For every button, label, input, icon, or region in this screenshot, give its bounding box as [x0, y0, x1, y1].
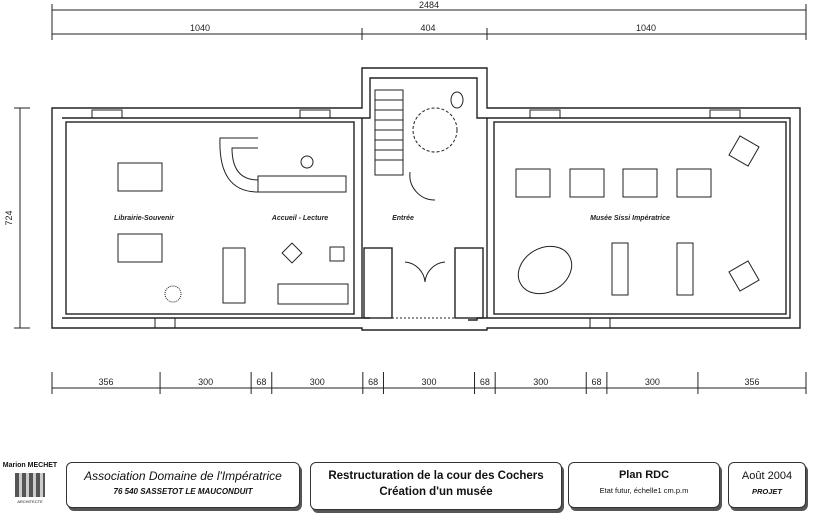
bottom-dim-label: 68	[592, 377, 602, 387]
client-address: 76 540 SASSETOT LE MAUCONDUIT	[113, 487, 253, 496]
plan-box: Plan RDC Etat futur, échelle1 cm.p.m	[568, 462, 720, 508]
floor-plan-drawing: 2484 1040 404 1040 724	[4, 0, 807, 394]
room-label-museum: Musée Sissi Impératrice	[590, 215, 670, 222]
architect-subtitle: ARCHITECTE	[17, 498, 43, 504]
date-label: Août 2004	[741, 470, 793, 482]
room-label-entrance: Entrée	[392, 215, 414, 222]
bottom-dim-label: 356	[99, 377, 114, 387]
plan-title: Plan RDC	[618, 469, 670, 481]
overall-width-label: 2484	[419, 0, 439, 10]
bottom-dim-label: 300	[421, 377, 436, 387]
top-dim-center: 404	[420, 23, 435, 33]
bottom-dim-label: 68	[368, 377, 378, 387]
status-label: PROJET	[751, 486, 782, 496]
project-box: Restructuration de la cour des Cochers C…	[310, 462, 562, 510]
project-line2: Création d'un musée	[379, 486, 493, 499]
bottom-dim-label: 300	[310, 377, 325, 387]
bottom-dim-label: 68	[256, 377, 266, 387]
architect-logo: Marion MECHET ARCHITECTE	[2, 462, 58, 510]
architect-name: Marion MECHET	[2, 462, 58, 469]
plan-subtitle: Etat futur, échelle1 cm.p.m	[599, 485, 689, 495]
date-box: Août 2004 PROJET	[728, 462, 806, 508]
room-label-library: Librairie-Souvenir	[114, 215, 175, 222]
bottom-segment-dimensions: 356 300 68 300 68 300 68 300 68 300 356	[51, 372, 807, 394]
bottom-dim-label: 300	[533, 377, 548, 387]
top-dim-left: 1040	[190, 23, 210, 33]
building-walls	[51, 67, 801, 331]
bottom-dim-label: 300	[198, 377, 213, 387]
client-name: Association Domaine de l'Impératrice	[84, 469, 282, 483]
room-label-reception: Accueil - Lecture	[271, 215, 329, 222]
bottom-dim-label: 356	[744, 377, 759, 387]
bottom-dim-label: 300	[645, 377, 660, 387]
top-segment-dimensions: 1040 404 1040	[52, 23, 806, 40]
top-dim-right: 1040	[636, 23, 656, 33]
client-box: Association Domaine de l'Impératrice 76 …	[66, 462, 300, 508]
architect-logo-graphic	[15, 472, 45, 497]
project-line1: Restructuration de la cour des Cochers	[328, 470, 544, 482]
furniture	[117, 135, 760, 305]
depth-dimension: 724	[4, 107, 30, 329]
depth-label: 724	[4, 210, 14, 225]
bottom-dim-label: 68	[480, 377, 490, 387]
